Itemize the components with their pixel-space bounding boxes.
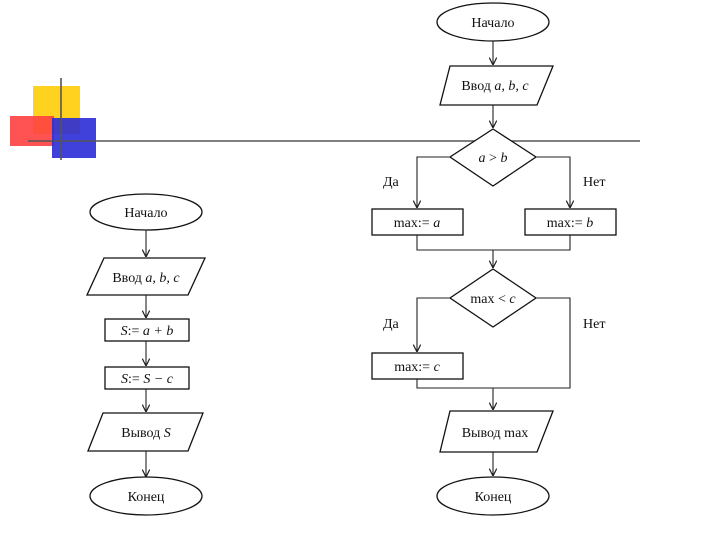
- left-input-block: [85, 257, 207, 296]
- left-assign-diff-block: [104, 366, 190, 390]
- max-c-merge-line: [416, 379, 493, 389]
- cond2-no-branch: [493, 297, 571, 389]
- decor-blue-square: [52, 118, 96, 158]
- max-b-block: [524, 208, 617, 236]
- cond1-no-label: Нет: [583, 175, 605, 190]
- slide-decoration: [10, 78, 640, 160]
- condition2-diamond: [448, 268, 538, 328]
- max-a-merge-line: [416, 235, 493, 251]
- right-input-label: Ввод a, b, c: [461, 79, 529, 94]
- right-start-label: Начало: [471, 16, 514, 31]
- cond1-yes-branch: [417, 156, 450, 208]
- left-end-terminal: [89, 476, 203, 516]
- left-input-label: Ввод a, b, c: [112, 271, 180, 286]
- cond2-no-label: Нет: [583, 317, 605, 332]
- left-end-label: Конец: [128, 490, 165, 505]
- max-a-label: max:= a: [394, 216, 440, 231]
- right-flowchart: Начало Ввод a, b, c a > b Да Нет max:= a…: [371, 2, 617, 516]
- right-end-label: Конец: [475, 490, 512, 505]
- left-flowchart: Начало Ввод a, b, c S:= a + b S:= S − c …: [85, 193, 207, 516]
- right-end-terminal: [436, 476, 550, 516]
- max-b-label: max:= b: [547, 216, 593, 231]
- max-c-label: max:= c: [394, 360, 440, 375]
- right-input-block: [439, 65, 554, 106]
- left-assign-sum-block: [104, 318, 190, 342]
- cond1-yes-label: Да: [383, 175, 400, 190]
- condition1-label: a > b: [479, 151, 508, 166]
- max-a-block: [371, 208, 464, 236]
- left-assign-sum-label: S:= a + b: [121, 324, 174, 339]
- cond1-no-branch: [536, 156, 570, 208]
- max-b-merge-line: [493, 235, 571, 251]
- condition2-label: max < c: [470, 292, 516, 307]
- right-output-label: Вывод max: [462, 426, 529, 441]
- condition1-diamond: [448, 128, 538, 187]
- right-output-block: [439, 410, 554, 453]
- left-output-block: [87, 412, 204, 452]
- cond2-yes-branch: [417, 297, 450, 352]
- left-output-label: Вывод S: [121, 426, 170, 441]
- cond2-yes-label: Да: [383, 317, 400, 332]
- left-start-label: Начало: [124, 206, 167, 221]
- left-assign-diff-label: S:= S − c: [121, 372, 174, 387]
